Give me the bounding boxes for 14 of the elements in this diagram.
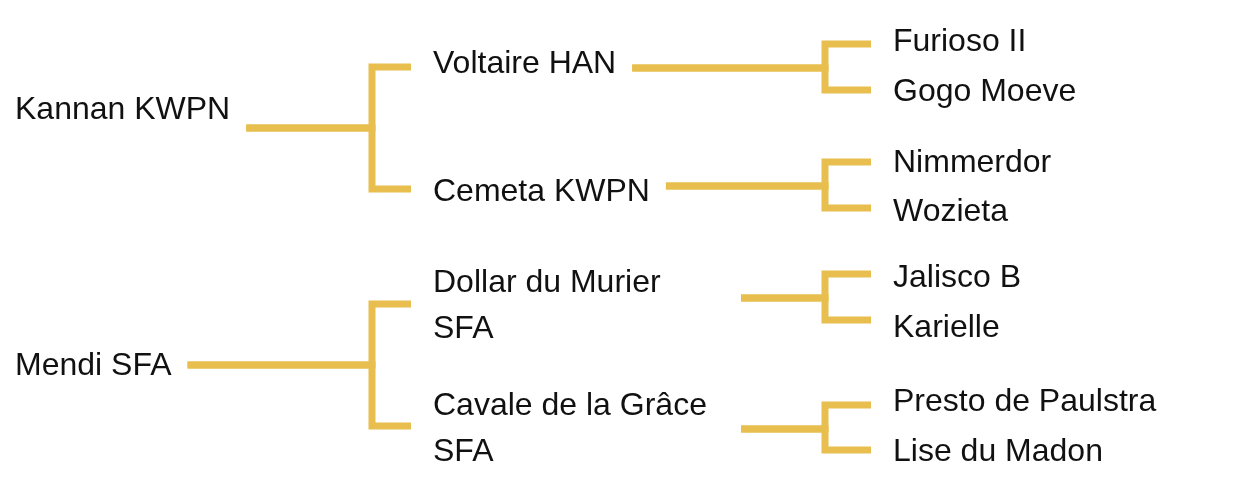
horse-name: Cemeta KWPN: [433, 167, 650, 213]
horse-name: Kannan KWPN: [15, 85, 231, 131]
horse-name: Gogo Moeve: [893, 67, 1077, 113]
horse-name: Karielle: [893, 303, 1000, 349]
horse-name: Presto de Paulstra: [893, 377, 1157, 423]
horse-name: Cavale de la Grâce SFA: [433, 381, 725, 473]
horse-name: Voltaire HAN: [433, 39, 617, 85]
horse-name: Lise du Madon: [893, 427, 1103, 473]
horse-name: Mendi SFA: [15, 341, 172, 387]
horse-name: Nimmerdor: [893, 138, 1052, 184]
horse-name: Wozieta: [893, 187, 1008, 233]
horse-name: Dollar du Murier SFA: [433, 258, 725, 350]
horse-name: Jalisco B: [893, 253, 1022, 299]
horse-name: Furioso II: [893, 17, 1027, 63]
